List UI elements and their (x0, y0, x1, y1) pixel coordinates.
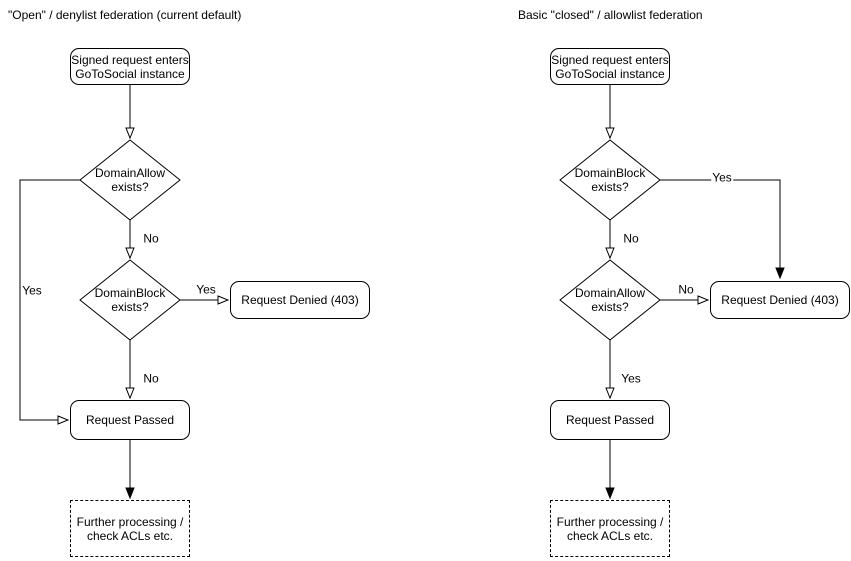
node-request-denied-right: Request Denied (403) (710, 281, 850, 319)
edge-block-yes-right (660, 179, 780, 278)
node-request-denied-left: Request Denied (403) (230, 281, 370, 319)
edge-label-block-yes-right: Yes (711, 170, 733, 185)
edge-allow-yes-loop-left (19, 179, 80, 420)
node-request-passed-right: Request Passed (550, 400, 670, 440)
diamond-label-domainallow-right: DomainAllow exists? (574, 286, 646, 314)
node-further-processing-left: Further processing / check ACLs etc. (70, 500, 190, 557)
edge-label-allow-no-left: No (142, 231, 160, 246)
diagram-title-closed-allowlist: Basic "closed" / allowlist federation (518, 8, 703, 22)
edge-label-allow-no-right: No (677, 282, 695, 297)
diamond-domainblock-right (559, 139, 661, 221)
diamond-domainblock-left (79, 259, 181, 341)
edge-label-block-no-left: No (142, 371, 160, 386)
diamond-label-domainblock-right: DomainBlock exists? (574, 166, 646, 194)
diamond-domainallow-left (79, 139, 181, 221)
diamond-domainallow-right (559, 259, 661, 341)
node-signed-request-right: Signed request enters GoToSocial instanc… (550, 48, 670, 85)
diamond-label-domainallow-left: DomainAllow exists? (94, 166, 166, 194)
edge-label-block-yes-left: Yes (195, 282, 217, 297)
edge-label-allow-yes-left: Yes (21, 283, 43, 298)
edge-label-block-no-right: No (622, 231, 640, 246)
node-further-processing-right: Further processing / check ACLs etc. (550, 500, 670, 557)
diamond-label-domainblock-left: DomainBlock exists? (94, 286, 166, 314)
edge-label-allow-yes-right: Yes (620, 371, 642, 386)
diagram-title-open-denylist: "Open" / denylist federation (current de… (8, 8, 242, 22)
node-request-passed-left: Request Passed (70, 400, 190, 440)
node-signed-request-left: Signed request enters GoToSocial instanc… (70, 48, 190, 85)
